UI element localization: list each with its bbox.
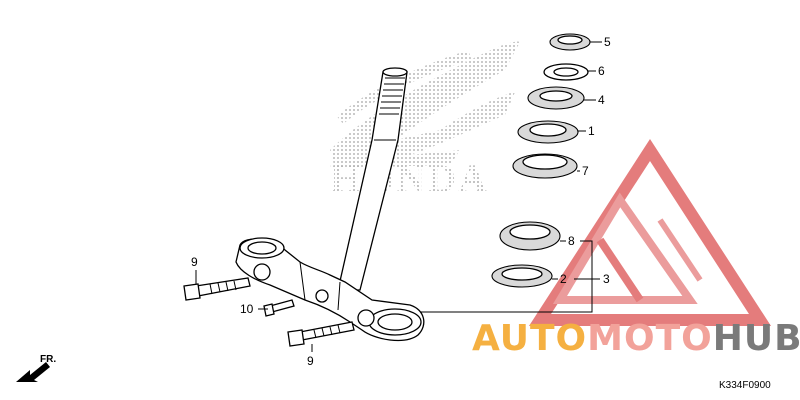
brand-word-auto: AUTO (472, 318, 587, 359)
bolt-9-upper (183, 277, 251, 301)
part-2-3-seal (491, 264, 553, 288)
callout-8: 8 (568, 234, 575, 248)
part-7-race (512, 153, 578, 179)
callout-1: 1 (588, 124, 595, 138)
honda-watermark-text: HONDA (330, 156, 489, 201)
callout-6: 6 (598, 64, 605, 78)
callout-10: 10 (240, 302, 254, 316)
front-direction-arrow (16, 362, 50, 382)
steering-stem (337, 67, 408, 291)
callout-4: 4 (598, 93, 605, 107)
part-6-washer (543, 63, 589, 81)
callout-9-upper: 9 (191, 255, 198, 269)
part-4-nut (527, 86, 585, 110)
diagram-part-code: K334F0900 (719, 380, 771, 391)
brand-word-hub: HUB (713, 318, 800, 359)
bolt-9-lower (287, 321, 355, 347)
callout-2: 2 (560, 272, 567, 286)
front-direction-label: FR. (40, 354, 56, 365)
leader-lines (195, 41, 602, 352)
honda-wing-watermark (330, 41, 520, 168)
callout-3: 3 (603, 272, 610, 286)
part-8-bearing (499, 221, 561, 251)
part-1-bearing (517, 120, 579, 144)
callout-5: 5 (604, 35, 611, 49)
callout-9-lower: 9 (307, 354, 314, 368)
bolt-10 (263, 299, 295, 317)
brand-wordmark: AUTOMOTOHUB (472, 318, 800, 359)
part-5-nut (549, 33, 591, 51)
brand-word-moto: MOTO (587, 318, 713, 359)
callout-7: 7 (582, 164, 589, 178)
lower-triple-clamp (235, 237, 425, 342)
brand-triangle-logo (528, 138, 772, 326)
